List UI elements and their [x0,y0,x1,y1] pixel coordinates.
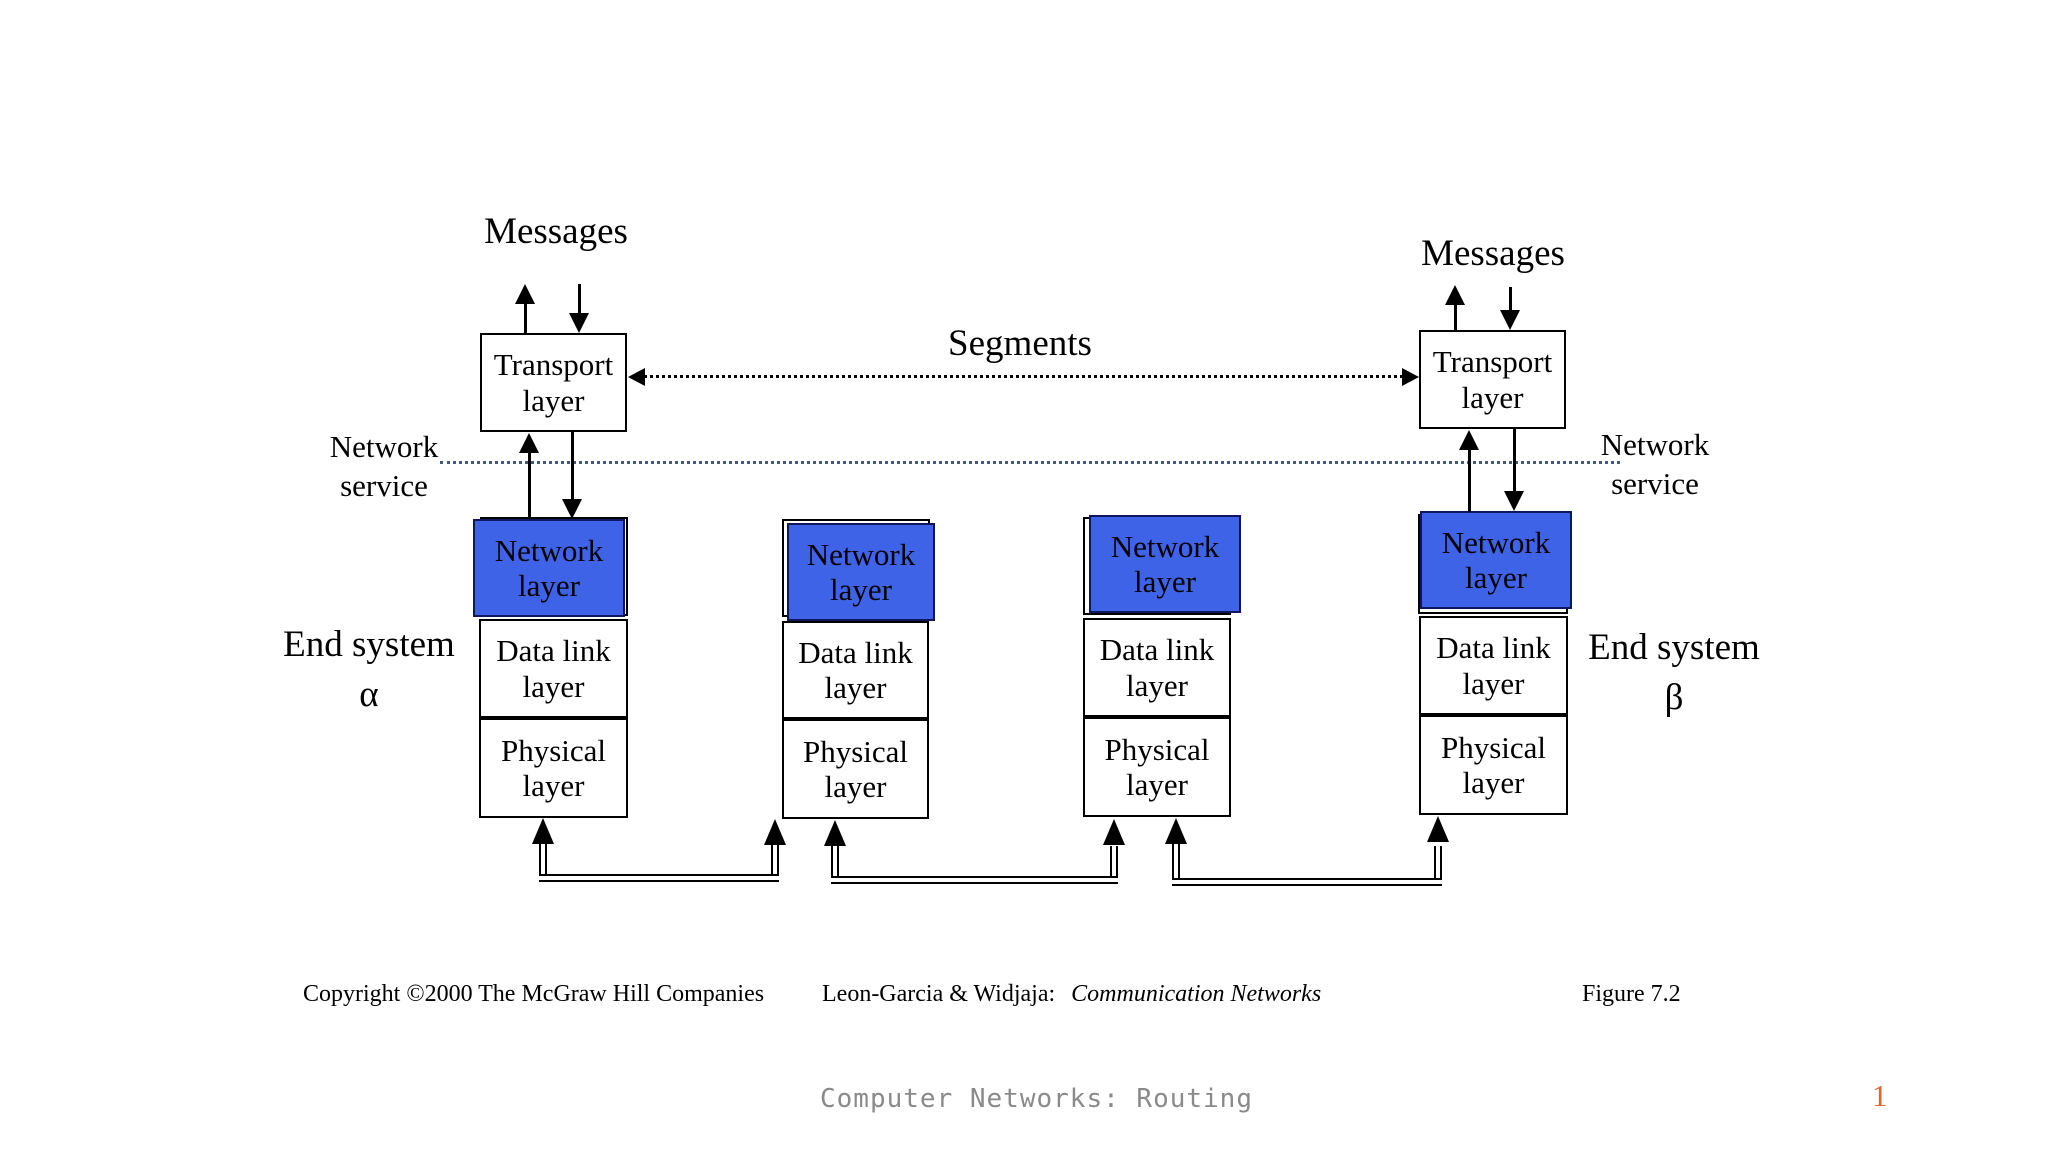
transport-label-line2: layer [522,382,585,418]
physical-label-line2: layer [1462,765,1525,800]
arrow-line [1454,303,1457,330]
end-system-alpha-symbol: α [359,674,379,716]
arrow-line [571,432,574,500]
end-system-beta-symbol: β [1664,677,1684,719]
end-system-beta-text: End system [1588,627,1760,668]
arrow-line [524,302,527,333]
network-service-dotted-line [440,461,1620,464]
transport-label-line1: Transport [1432,344,1553,380]
network-layer-box-beta: Network layer [1420,511,1572,609]
network-service-left-line1: Network [329,429,439,464]
copyright-text: Copyright ©2000 The McGraw Hill Companie… [303,981,765,1007]
segments-arrowhead-right-icon [1402,368,1419,386]
network-service-label-right: Network service [1577,426,1733,504]
physical-label-line1: Physical [802,733,909,769]
datalink-layer-box-router2: Data link layer [1083,618,1231,717]
arrow-up-icon [1427,816,1449,842]
physical-label-line1: Physical [1104,731,1210,767]
segments-label: Segments [948,323,1092,364]
arrow-down-icon [562,499,582,519]
physical-label-line2: layer [1126,767,1188,802]
transport-label-line2: layer [1461,379,1524,415]
arrow-down-icon [1500,310,1520,330]
network-layer-box-router2: Network layer [1089,515,1241,613]
book-credit: Leon-Garcia & Widjaja: Communication Net… [822,981,1321,1008]
physical-layer-box-router1: Physical layer [782,719,929,819]
arrow-up-icon [515,284,535,304]
segments-arrowhead-left-icon [628,368,645,386]
datalink-label-line1: Data link [798,634,913,670]
arrow-up-icon [1445,285,1465,305]
messages-label-left: Messages [484,211,628,252]
physical-layer-box-beta: Physical layer [1419,715,1568,815]
arrow-up-icon [1103,819,1125,845]
datalink-layer-box-alpha: Data link layer [479,619,628,718]
network-label-line2: layer [1465,560,1527,595]
network-service-label-left: Network service [306,428,462,506]
arrow-up-icon [824,820,846,846]
arrow-down-icon [569,313,589,333]
network-service-left-line2: service [340,467,428,503]
datalink-label-line1: Data link [496,633,611,669]
arrow-up-icon [532,818,554,844]
transport-label-line1: Transport [493,347,614,383]
arrow-line [1513,429,1516,492]
datalink-label-line2: layer [522,668,585,704]
arrow-up-icon [764,819,786,845]
messages-label-right: Messages [1421,233,1565,274]
physical-link-line [539,874,779,882]
end-system-label-beta: End system β [1565,623,1783,724]
physical-layer-box-router2: Physical layer [1083,717,1231,817]
arrow-line [578,284,581,314]
datalink-layer-box-router1: Data link layer [782,621,929,719]
network-label-line1: Network [1441,524,1551,560]
network-label-line1: Network [494,532,604,568]
arrow-up-icon [519,433,539,453]
arrow-down-icon [1504,491,1524,511]
arrow-up-icon [1459,430,1479,450]
arrow-line [1468,448,1471,512]
physical-label-line1: Physical [1440,729,1547,765]
physical-label-line2: layer [522,768,585,803]
physical-link-line [1172,842,1180,880]
physical-link-line [1110,846,1118,878]
network-label-line2: layer [518,568,580,603]
datalink-label-line2: layer [1462,665,1525,701]
page-number: 1 [1872,1078,1888,1113]
physical-link-line [1434,846,1442,880]
datalink-label-line1: Data link [1099,632,1215,668]
network-layer-box-router1: Network layer [787,523,935,621]
datalink-label-line2: layer [1126,667,1188,703]
network-service-right-line2: service [1611,465,1699,501]
transport-layer-box-alpha: Transport layer [480,333,627,432]
network-label-line2: layer [830,572,892,607]
datalink-label-line2: layer [824,670,887,705]
physical-link-line [1172,878,1442,886]
physical-link-line [831,876,1118,884]
network-layer-box-alpha: Network layer [473,519,625,617]
arrow-line [1509,287,1512,311]
network-label-line2: layer [1134,564,1196,599]
datalink-layer-box-beta: Data link layer [1419,616,1568,715]
end-system-label-alpha: End system α [260,620,478,721]
physical-link-line [831,844,839,878]
physical-label-line2: layer [824,769,887,804]
arrow-line [528,451,531,519]
figure-number-label: Figure 7.2 [1582,981,1681,1007]
course-title: Computer Networks: Routing [820,1084,1253,1114]
transport-layer-box-beta: Transport layer [1419,330,1566,429]
network-label-line1: Network [1110,528,1220,564]
end-system-alpha-text: End system [283,624,455,665]
book-credit-author: Leon-Garcia & Widjaja: [822,981,1056,1007]
network-service-right-line1: Network [1600,427,1710,462]
book-credit-title: Communication Networks [1071,981,1322,1007]
physical-layer-box-alpha: Physical layer [479,718,628,818]
datalink-label-line1: Data link [1436,630,1551,666]
segments-dotted-line [644,375,1403,378]
physical-label-line1: Physical [500,732,607,768]
physical-link-line [771,844,779,876]
arrow-up-icon [1165,818,1187,844]
physical-link-line [539,842,547,876]
network-label-line1: Network [806,536,916,572]
